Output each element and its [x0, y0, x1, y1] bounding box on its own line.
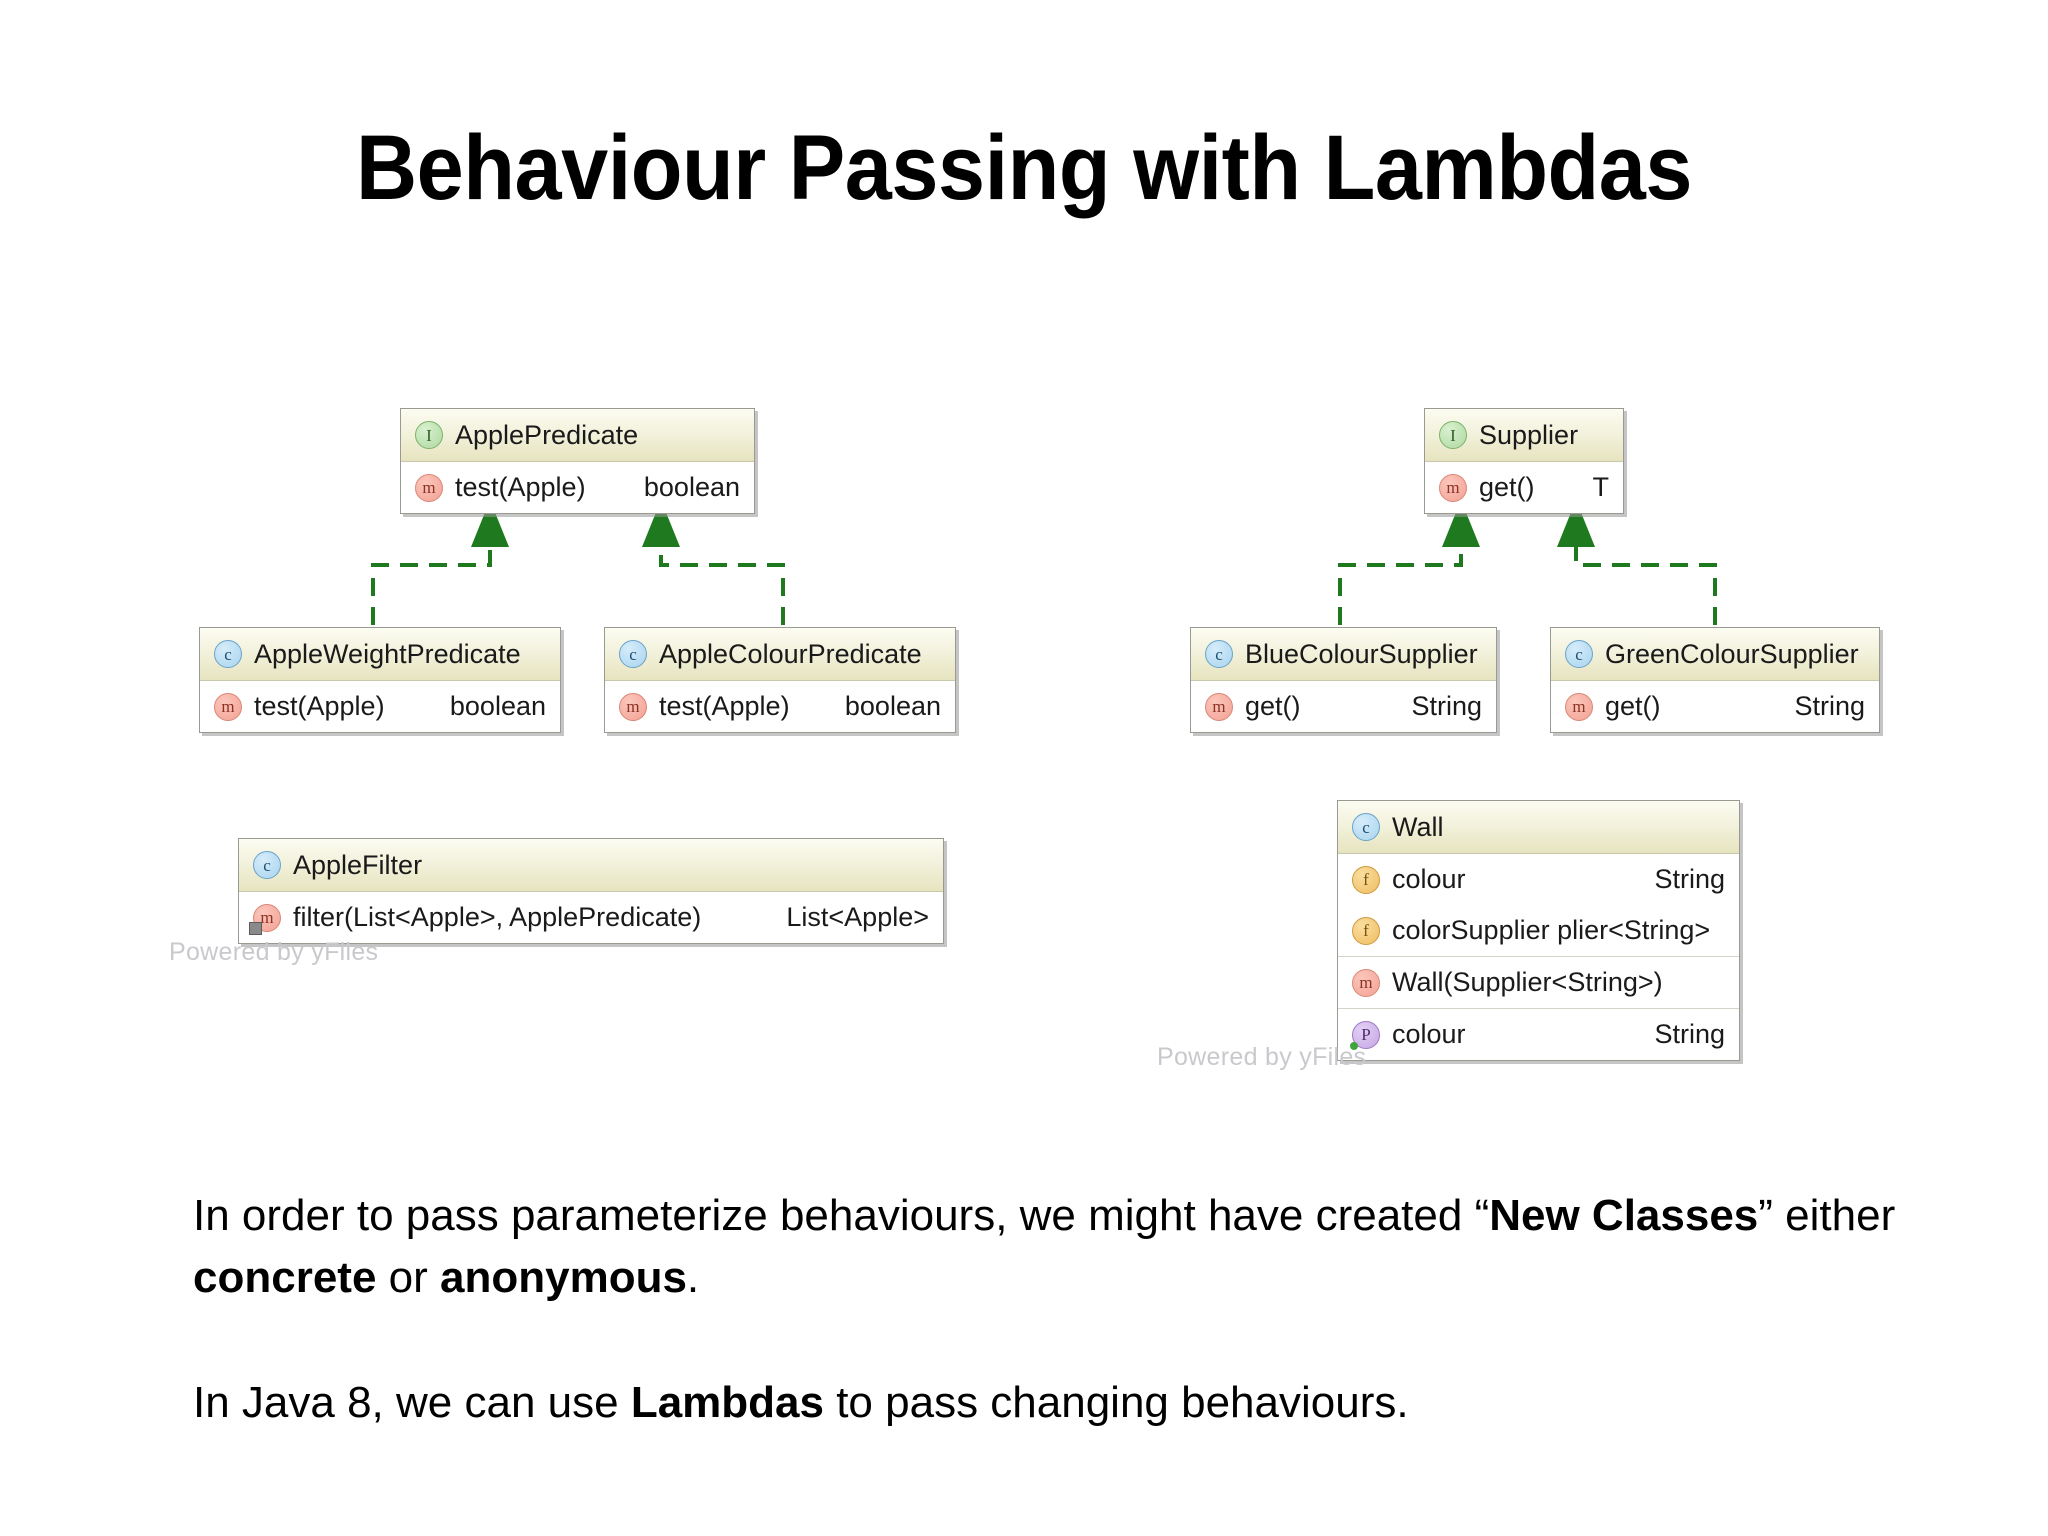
page-title: Behaviour Passing with Lambdas [355, 117, 1693, 219]
interface-icon: I [415, 421, 443, 449]
uml-node-header: I ApplePredicate [401, 409, 754, 462]
yfiles-watermark-right: Powered by yFiles [1157, 1043, 1367, 1071]
uml-node-title: ApplePredicate [455, 419, 639, 450]
uml-member-row[interactable]: m test(Apple) boolean [401, 462, 754, 513]
uml-node-title: Wall [1392, 811, 1444, 842]
method-icon: m [1565, 692, 1593, 721]
field-icon: f [1352, 865, 1380, 894]
getter-badge-icon [1350, 1041, 1358, 1050]
body-text-run: or [376, 1253, 440, 1302]
yfiles-watermark-left: Powered by yFiles [169, 938, 379, 966]
uml-member-name: colour [1392, 1019, 1466, 1049]
body-text-run: to pass changing behaviours. [823, 1378, 1409, 1427]
uml-member-name: get() [1605, 691, 1661, 721]
uml-node-header: c BlueColourSupplier [1191, 628, 1496, 681]
uml-member-type: String [1411, 691, 1482, 721]
body-text-bold: anonymous [440, 1253, 687, 1302]
uml-node-green-colour-supplier[interactable]: c GreenColourSupplier m get() String [1550, 627, 1880, 733]
uml-member-type: boolean [643, 472, 740, 502]
uml-node-header: c Wall [1338, 801, 1739, 854]
uml-member-name: colour [1392, 864, 1466, 894]
field-icon: f [1352, 916, 1380, 945]
uml-member-row[interactable]: f colour String [1338, 854, 1739, 905]
body-text-run: In Java 8, we can use [193, 1378, 631, 1427]
uml-member-row[interactable]: m get() T [1425, 462, 1623, 513]
body-paragraph-1: In order to pass parameterize behaviours… [193, 1185, 1983, 1309]
method-icon: m [214, 692, 242, 721]
body-text-run: . [686, 1253, 700, 1302]
interface-icon: I [1439, 421, 1467, 449]
uml-member-row[interactable]: m get() String [1191, 681, 1496, 732]
uml-member-name: Wall(Supplier<String>) [1392, 967, 1663, 997]
uml-member-name: test(Apple) [659, 691, 790, 721]
static-badge-icon [249, 921, 262, 935]
method-icon: m [1352, 968, 1380, 997]
uml-member-row[interactable]: m test(Apple) boolean [200, 681, 560, 732]
method-static-icon: m [249, 903, 281, 935]
uml-member-name: colorSupplier plier<String> [1392, 915, 1711, 945]
method-icon: m [1439, 473, 1467, 502]
uml-node-blue-colour-supplier[interactable]: c BlueColourSupplier m get() String [1190, 627, 1497, 733]
uml-node-supplier[interactable]: I Supplier m get() T [1424, 408, 1624, 514]
class-icon: c [1205, 640, 1233, 668]
property-icon: P [1350, 1020, 1380, 1050]
uml-node-apple-filter[interactable]: c AppleFilter m filter(List<Apple>, Appl… [238, 838, 944, 944]
uml-node-title: BlueColourSupplier [1245, 638, 1478, 669]
body-text-run: ” either [1758, 1191, 1896, 1240]
uml-node-apple-colour-predicate[interactable]: c AppleColourPredicate m test(Apple) boo… [604, 627, 956, 733]
uml-node-title: AppleColourPredicate [659, 638, 922, 669]
class-icon: c [214, 640, 242, 668]
body-text-bold: Lambdas [630, 1378, 824, 1427]
body-text-run: In order to pass parameterize behaviours… [193, 1191, 1490, 1240]
method-icon: m [619, 692, 647, 721]
uml-node-header: c AppleColourPredicate [605, 628, 955, 681]
uml-member-name: test(Apple) [254, 691, 385, 721]
uml-member-row[interactable]: m get() String [1551, 681, 1879, 732]
uml-member-name: filter(List<Apple>, ApplePredicate) [293, 902, 702, 932]
uml-node-title: AppleWeightPredicate [254, 638, 521, 669]
method-icon: m [415, 473, 443, 502]
uml-member-row[interactable]: m test(Apple) boolean [605, 681, 955, 732]
uml-node-title: GreenColourSupplier [1605, 638, 1859, 669]
uml-node-title: Supplier [1479, 419, 1579, 450]
uml-member-type: List<Apple> [786, 902, 929, 932]
uml-node-header: c AppleFilter [239, 839, 943, 892]
method-icon: m [1205, 692, 1233, 721]
uml-member-row[interactable]: m Wall(Supplier<String>) [1338, 956, 1739, 1008]
body-text-bold: concrete [193, 1253, 377, 1302]
uml-node-header: c AppleWeightPredicate [200, 628, 560, 681]
uml-member-row[interactable]: f colorSupplier plier<String> [1338, 905, 1739, 956]
uml-member-type: T [1592, 472, 1610, 502]
uml-member-type: String [1794, 691, 1865, 721]
uml-member-name: test(Apple) [455, 472, 586, 502]
uml-node-wall[interactable]: c Wall f colour String f colorSupplier p… [1337, 800, 1740, 1061]
uml-member-type: String [1654, 1019, 1725, 1049]
uml-member-row[interactable]: m filter(List<Apple>, ApplePredicate) Li… [239, 892, 943, 943]
uml-node-title: AppleFilter [293, 849, 423, 880]
uml-member-name: get() [1245, 691, 1301, 721]
uml-member-name: get() [1479, 472, 1535, 502]
uml-member-type: boolean [844, 691, 941, 721]
uml-member-type: String [1654, 864, 1725, 894]
class-icon: c [619, 640, 647, 668]
uml-node-header: c GreenColourSupplier [1551, 628, 1879, 681]
class-icon: c [253, 851, 281, 879]
body-paragraph-2: In Java 8, we can use Lambdas to pass ch… [193, 1372, 1983, 1434]
body-text-bold: New Classes [1489, 1191, 1759, 1240]
uml-node-header: I Supplier [1425, 409, 1623, 462]
uml-member-type: boolean [449, 691, 546, 721]
uml-node-apple-weight-predicate[interactable]: c AppleWeightPredicate m test(Apple) boo… [199, 627, 561, 733]
class-icon: c [1565, 640, 1593, 668]
class-icon: c [1352, 813, 1380, 841]
uml-node-apple-predicate[interactable]: I ApplePredicate m test(Apple) boolean [400, 408, 755, 514]
uml-member-row[interactable]: P colour String [1338, 1008, 1739, 1060]
